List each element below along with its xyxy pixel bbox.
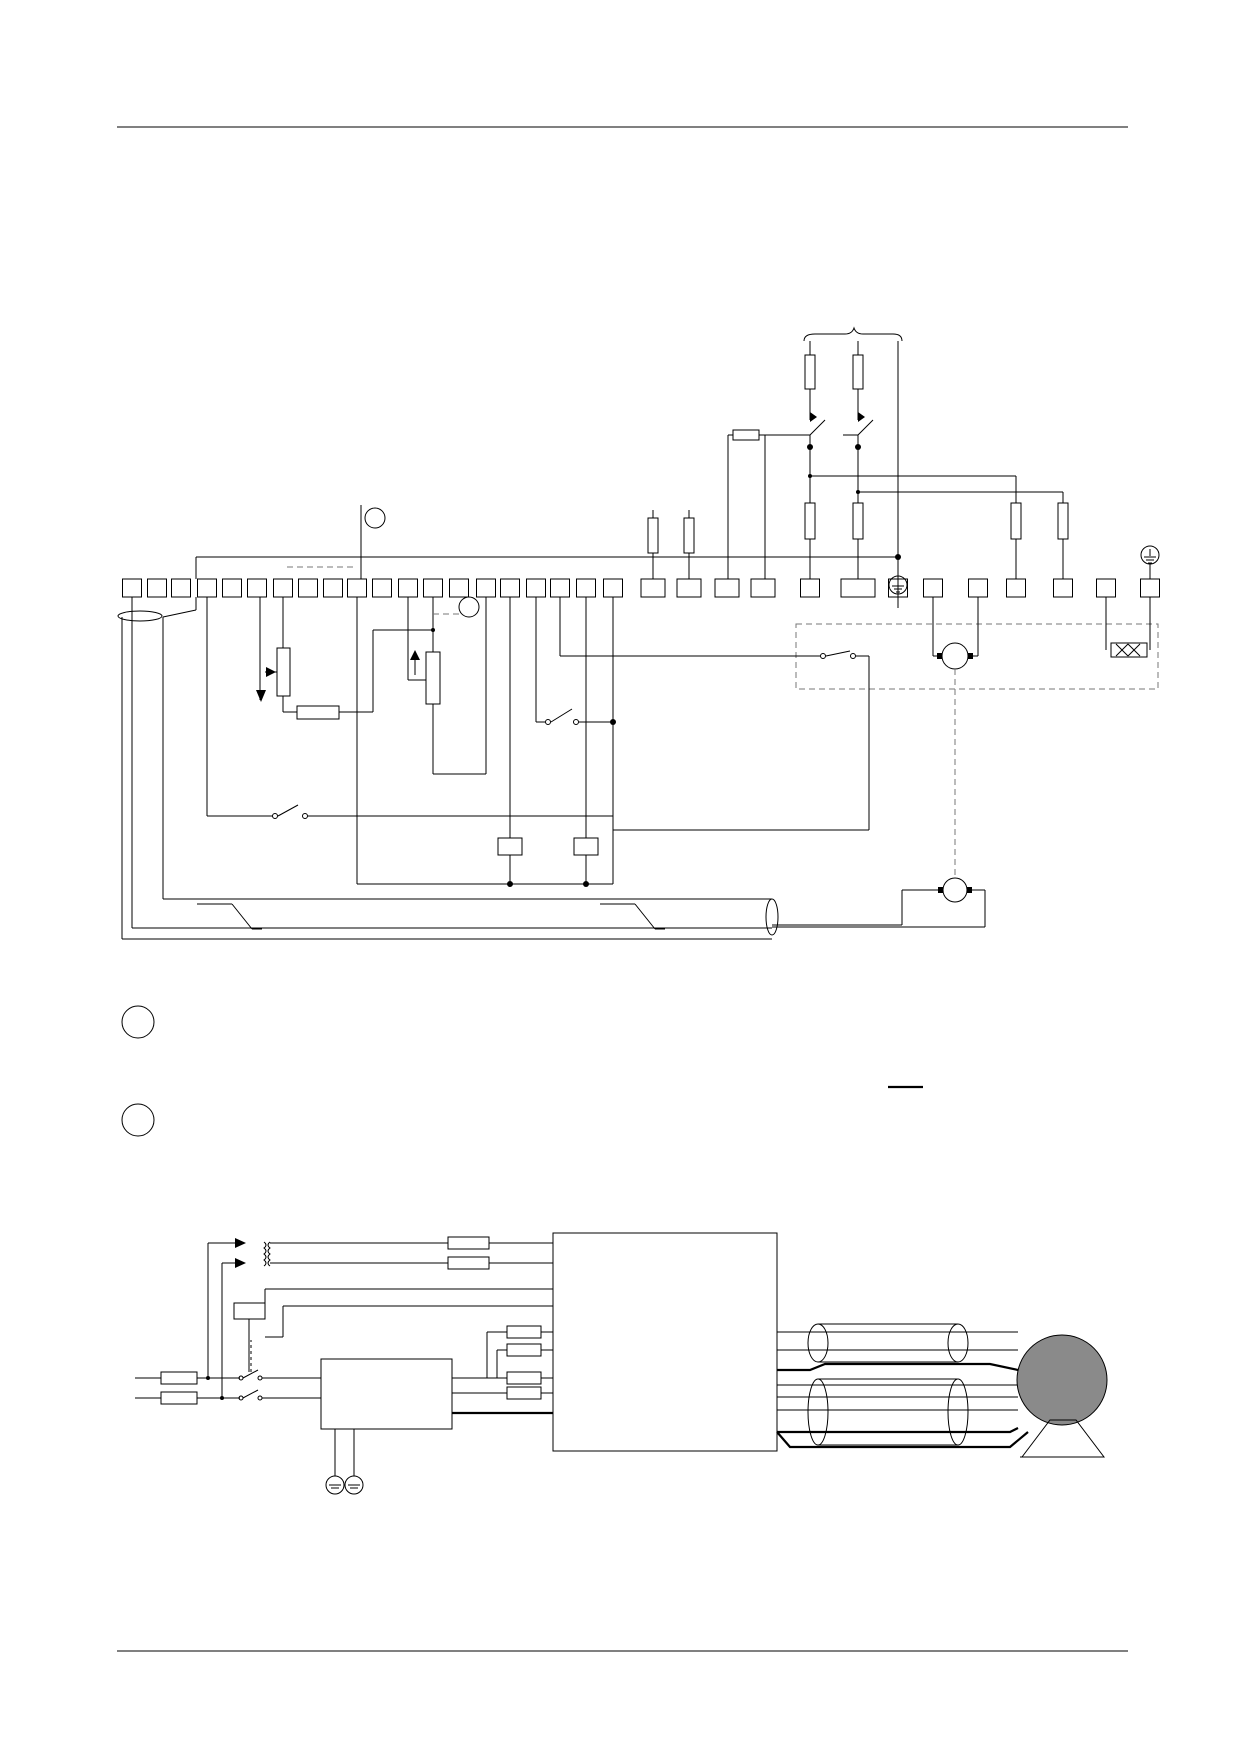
terminal-2 — [147, 578, 167, 598]
switch-icon — [242, 1389, 259, 1399]
terminal-13 — [423, 578, 443, 598]
fuse-icon — [160, 1391, 198, 1405]
terminal-6 — [247, 578, 267, 598]
power-wiring-diagram — [135, 1232, 1108, 1495]
contact-icon — [825, 650, 851, 657]
terminal-28 — [923, 578, 943, 598]
terminal-11 — [372, 578, 392, 598]
terminal-19 — [576, 578, 596, 598]
switch-icon — [809, 419, 826, 436]
terminal-1 — [122, 578, 142, 598]
terminal-strip — [122, 578, 1160, 598]
potentiometer-icon — [425, 651, 441, 705]
note-marker-icon — [121, 1005, 155, 1039]
terminal-12 — [398, 578, 418, 598]
terminal-3 — [171, 578, 191, 598]
terminal-29 — [968, 578, 988, 598]
terminal-5 — [222, 578, 242, 598]
switch-icon — [857, 419, 874, 436]
terminal-24 — [750, 578, 776, 598]
fuse-icon — [506, 1371, 542, 1385]
fuse-icon — [804, 502, 816, 540]
contact-arrow-icon — [858, 412, 865, 422]
transformer-icon — [263, 1241, 267, 1267]
fuse-icon — [804, 354, 816, 390]
fuse-icon — [1057, 502, 1069, 540]
switch-icon — [277, 804, 299, 817]
motor-icon — [1016, 1334, 1108, 1426]
drive-unit-block — [552, 1232, 778, 1452]
terminal-25 — [800, 578, 820, 598]
supply-brace — [803, 326, 903, 342]
terminal-18 — [550, 578, 570, 598]
terminal-10 — [347, 578, 367, 598]
line-reactor-block — [320, 1358, 453, 1430]
note-marker-icon — [458, 596, 480, 618]
fuse-icon — [447, 1256, 490, 1270]
resistor-icon — [296, 705, 340, 720]
fuse-icon — [506, 1325, 542, 1339]
fuse-icon — [683, 517, 695, 554]
terminal-17 — [526, 578, 546, 598]
terminal-22 — [676, 578, 702, 598]
motor-icon — [941, 642, 969, 670]
terminal-16 — [500, 578, 520, 598]
terminal-20 — [603, 578, 623, 598]
terminal-31 — [1053, 578, 1073, 598]
switch-icon — [550, 708, 573, 723]
fuse-icon — [447, 1236, 490, 1250]
earth-icon — [325, 1475, 345, 1495]
earth-icon — [344, 1475, 364, 1495]
relay-coil-icon — [497, 837, 523, 856]
terminal-32 — [1096, 578, 1116, 598]
terminal-8 — [298, 578, 318, 598]
relay-coil-icon — [573, 837, 599, 856]
terminal-33 — [1140, 578, 1160, 598]
fuse-icon — [1010, 502, 1022, 540]
fuse-icon — [506, 1343, 542, 1357]
terminal-15 — [476, 578, 496, 598]
fuse-icon — [732, 429, 760, 441]
terminal-26 — [840, 578, 876, 598]
terminal-9 — [323, 578, 343, 598]
relay-coil-icon — [233, 1302, 266, 1320]
contact-arrow-icon — [810, 412, 817, 422]
terminal-4 — [197, 578, 217, 598]
fuse-icon — [647, 517, 659, 554]
terminal-14 — [449, 578, 469, 598]
control-wiring-diagram — [117, 326, 1160, 940]
switch-icon — [242, 1369, 259, 1379]
terminal-30 — [1006, 578, 1026, 598]
motor-base-icon — [1020, 1419, 1106, 1458]
tachogenerator-icon — [942, 877, 968, 903]
terminal-7 — [273, 578, 293, 598]
fuse-icon — [852, 502, 864, 540]
note-marker-icon — [121, 1103, 155, 1137]
potentiometer-icon — [276, 647, 291, 697]
terminal-23 — [714, 578, 740, 598]
note-marker-icon — [364, 507, 386, 529]
terminal-21 — [640, 578, 666, 598]
fuse-icon — [506, 1386, 542, 1400]
fuse-icon — [852, 354, 864, 390]
fuse-icon — [160, 1371, 198, 1385]
